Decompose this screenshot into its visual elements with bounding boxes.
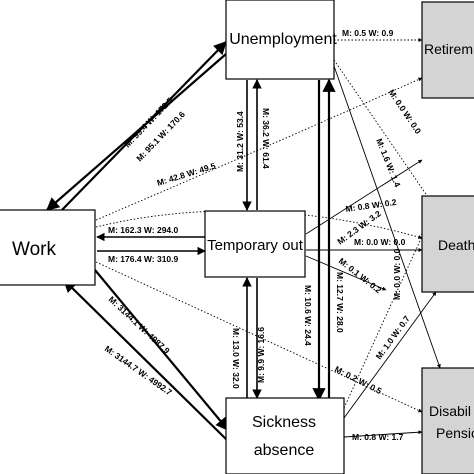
node-temporary-out-box [204,210,306,278]
label-unemployment-death: M: 0.0 W: 0.0 [386,88,423,136]
node-work-label: Work [12,239,56,260]
edge-work-to-retirement [95,77,423,221]
node-unemployment-box [225,0,335,80]
edge-sickness-to-retirement [343,231,425,409]
label-work-disability: M: 0.2 W: 0.5 [333,364,384,396]
label-work-retirement: M: 42.8 W: 49.5 [156,160,217,187]
label-unemployment-temporary-a: M: 31.2 W: 53.4 [235,111,245,172]
edge-temporary-out-to-disability [305,255,387,291]
node-death-label: Death [438,237,474,253]
node-death-box [421,195,474,293]
edge-work-to-sickness [94,269,229,432]
label-sickness-retirement: M: 0.0 W: 0.0 [392,248,402,300]
label-unemployment-sickness-a: M: 10.6 W: 24.4 [303,285,313,346]
node-work: Work [0,209,96,286]
node-work-box [0,209,96,286]
label-temporary-sickness-a: M: 13.0 W: 32.0 [231,328,241,389]
edge-sickness-to-disability [343,430,423,438]
node-sickness-absence-box [225,397,345,474]
node-unemployment: Unemployment [225,0,337,80]
node-disability-pension-label-2: Pensio [436,425,474,441]
node-disability-pension-box [421,367,474,474]
label-work-temporary-b: M: 176.4 W: 310.9 [108,254,179,264]
label-unemployment-retirement: M: 0.5 W: 0.9 [342,28,394,38]
node-sickness-absence: Sickness absence [225,397,345,474]
node-death: Death [421,195,474,293]
node-retirement-label: Retirem [424,41,473,57]
label-unemployment-disability: M: 1.6 W: 1.4 [374,137,403,189]
edge-work-to-disability [95,261,423,413]
edge-temporary-out-to-retirement [305,159,423,235]
node-retirement-box [421,1,474,99]
edge-sickness-to-death [343,291,437,419]
node-temporary-out: Temporary out [204,210,306,278]
edge-unemployment-to-disability [333,65,441,369]
edge-sickness-to-work [63,279,229,442]
label-temporary-sickness-b: M: 9.9 W: 16.6 [256,327,266,383]
node-disability-pension: Disabil Pensio [421,367,474,474]
label-work-temporary-a: M: 162.3 W: 294.0 [108,225,179,235]
edge-unemployment-to-work [46,53,227,211]
label-work-unemployment-b: M: 95.1 W: 170.6 [134,109,187,163]
label-work-sickness-a: M: 3144.1 W: 4987.9 [107,294,172,356]
node-retirement: Retirem [421,1,474,99]
label-unemployment-temporary-b: M: 36.2 W: 61.4 [261,108,271,169]
label-sickness-death: M: 1.0 W: 0.7 [374,314,412,362]
label-sickness-disability: M: 0.8 W: 1.7 [352,432,404,442]
edge-unemployment-to-death [333,59,431,201]
node-sickness-absence-label-1: Sickness [252,414,316,431]
node-temporary-out-label: Temporary out [207,237,304,254]
label-unemployment-sickness-b: M: 12.7 W: 28.0 [335,272,345,333]
node-unemployment-label: Unemployment [229,31,337,48]
node-sickness-absence-label-2: absence [254,442,315,459]
node-disability-pension-label-1: Disabil [429,403,471,419]
label-temporary-death: M: 0.0 W: 0.0 [354,237,406,247]
